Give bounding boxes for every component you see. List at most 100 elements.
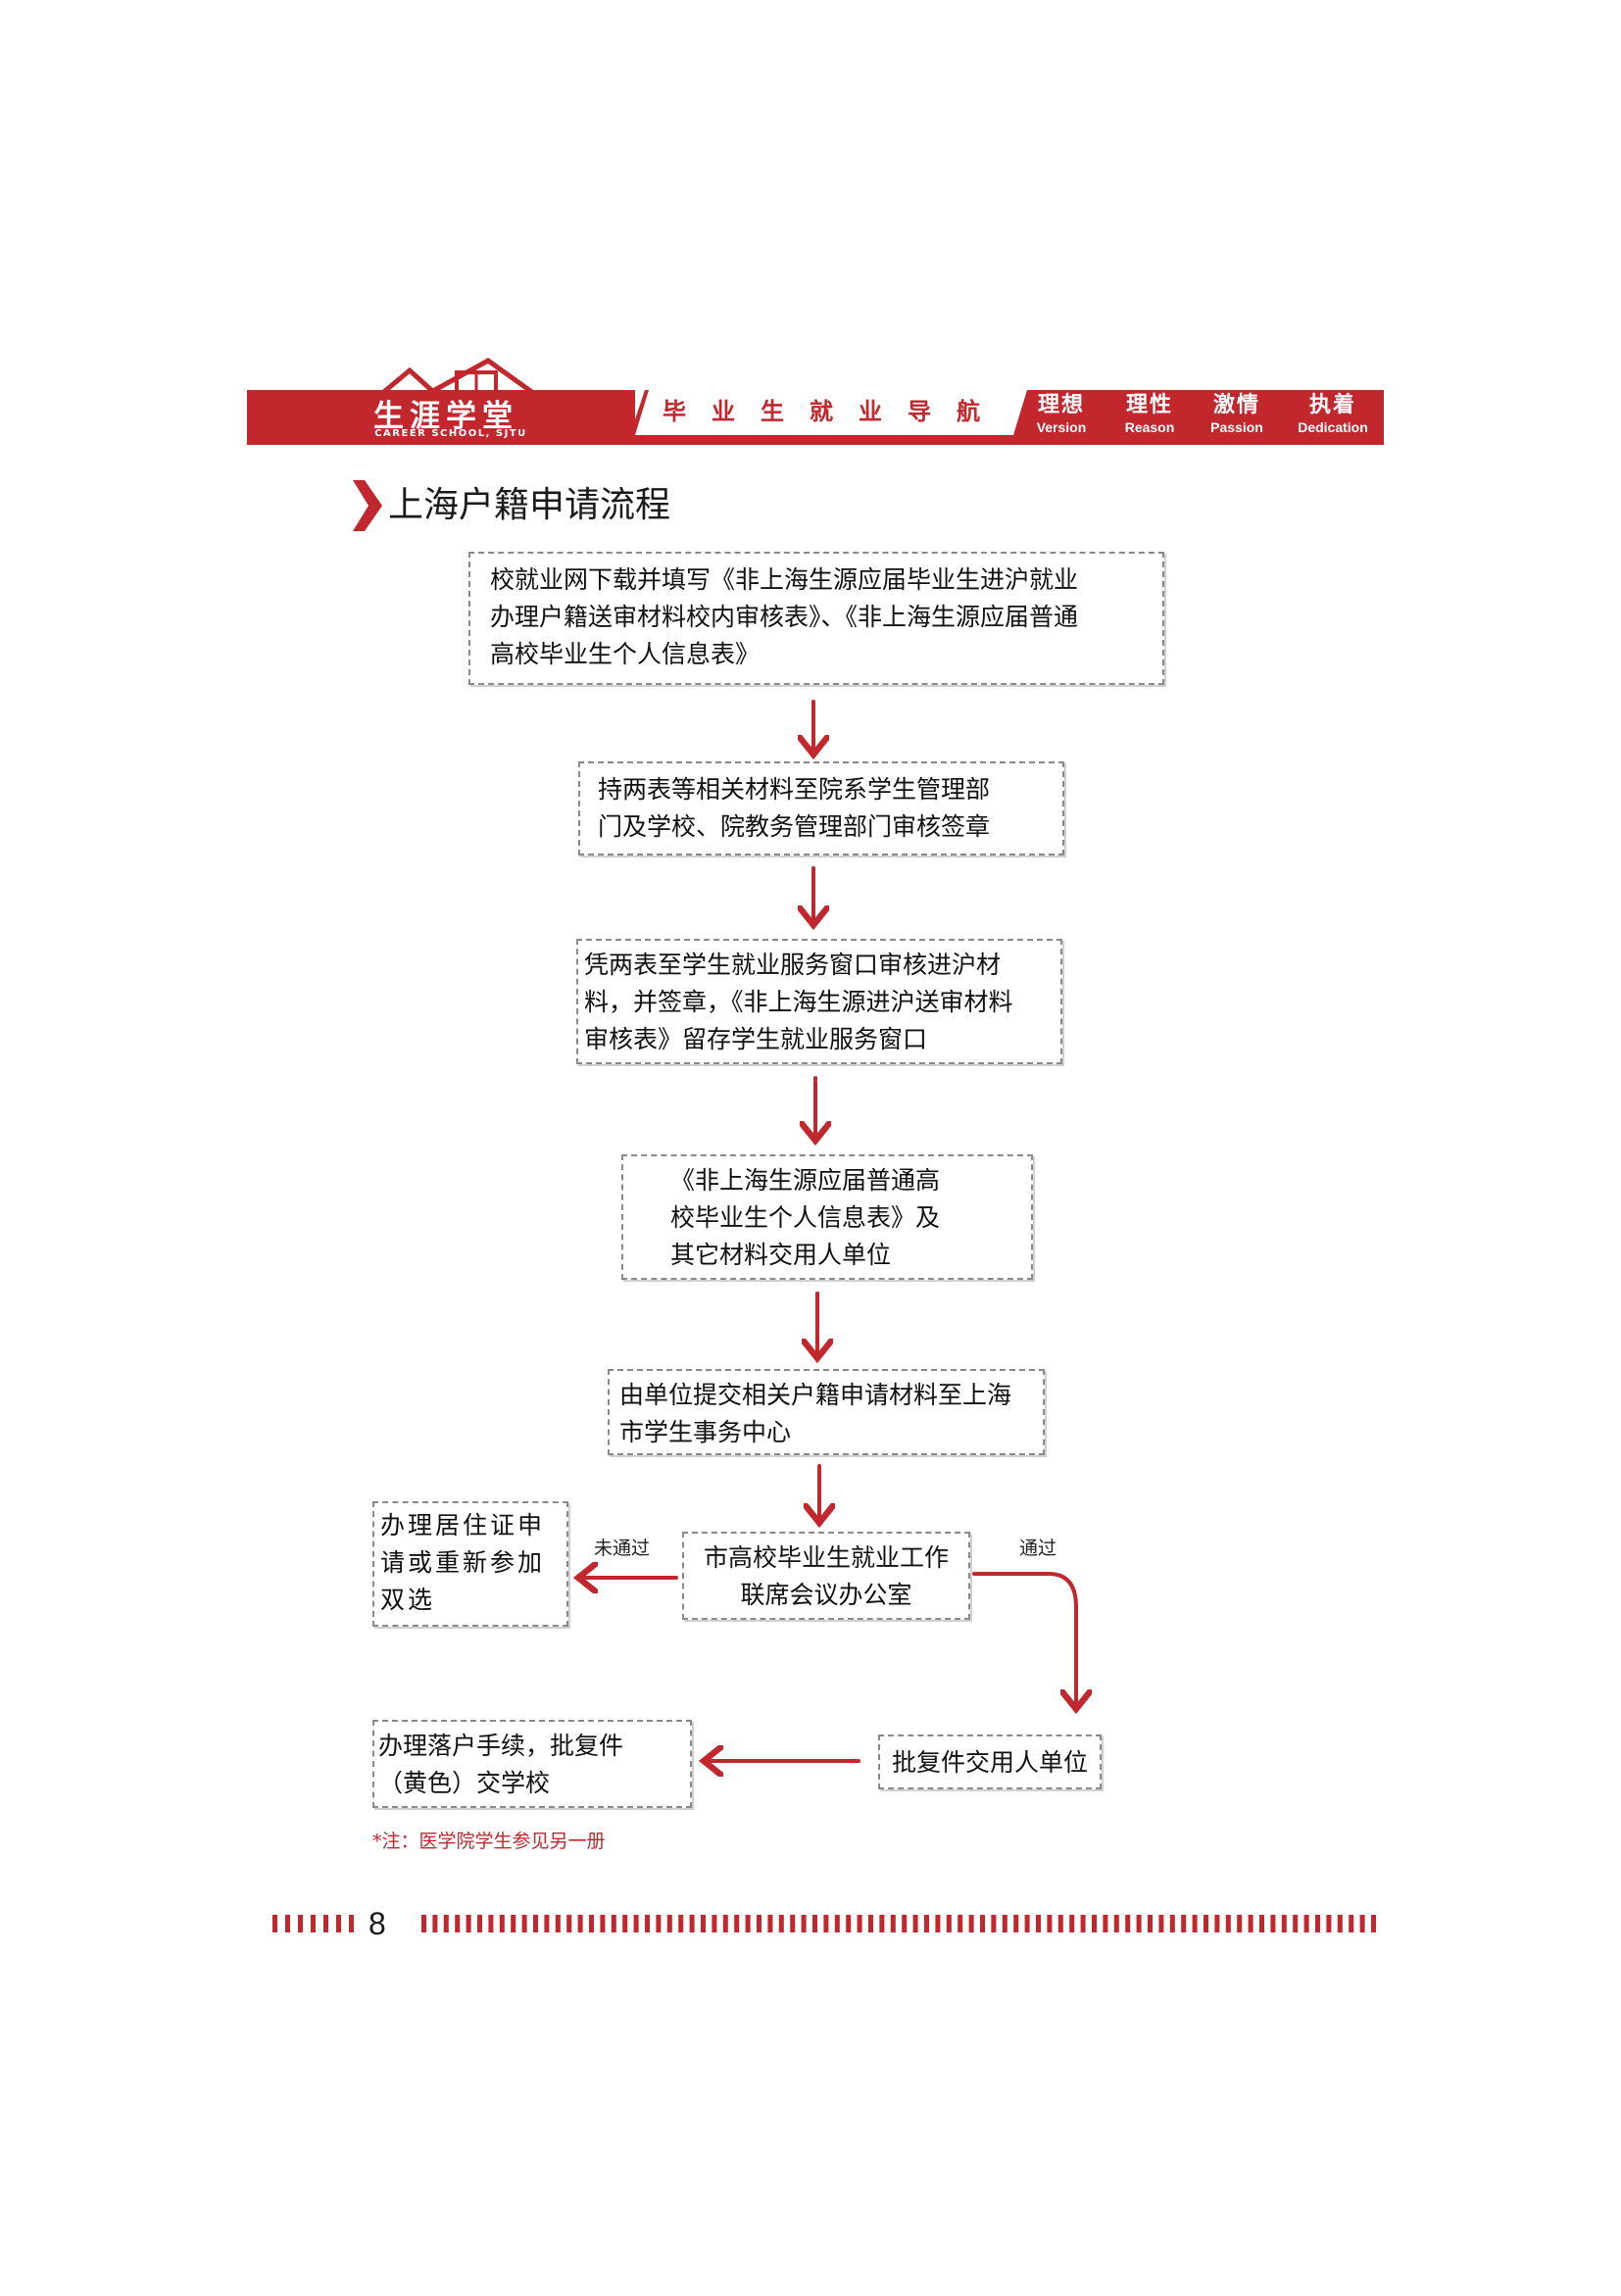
footer-tick [712,1915,717,1932]
footer-tick [902,1915,908,1932]
footer-tick [1148,1915,1153,1932]
footer-tick [868,1915,873,1932]
footer-tick [958,1915,963,1932]
section-title: 上海户籍申请流程 [388,485,671,525]
footer-tick [1125,1915,1131,1932]
footer-tick [555,1915,561,1932]
step-text: 联席会议办公室 [740,1581,912,1609]
footer-tick [443,1915,449,1932]
footer-tick [846,1915,852,1932]
footer-tick [912,1915,918,1932]
footer-tick [701,1915,706,1932]
footer-tick [1024,1915,1030,1932]
footer-tick [666,1915,672,1932]
step-text: 办理落户手续，批复件 [378,1732,624,1760]
motto-cn: 理性 [1125,393,1173,417]
footer-tick [633,1915,639,1932]
logo-roof-icon [341,353,557,447]
step-text: 其它材料交用人单位 [670,1241,892,1269]
motto-cn: 激情 [1212,393,1260,417]
footer-tick [1080,1915,1086,1932]
footer-tick [1136,1915,1142,1932]
motto-version: 理想 Version [1027,394,1096,443]
footer-tick [1326,1915,1332,1932]
footer-tick [678,1915,684,1932]
footer-tick [689,1915,695,1932]
motto-passion: 激情 Passion [1200,394,1274,443]
footer-tick [991,1915,997,1932]
footer-tick [1036,1915,1041,1932]
footer-tick [511,1915,516,1932]
step-text: 审核表》留存学生就业服务窗口 [584,1025,928,1053]
footer-tick [1002,1915,1007,1932]
footer-tick [611,1915,616,1932]
footer-tick [1214,1915,1220,1932]
chevron-right-icon [353,478,382,533]
footer-tick [1203,1915,1208,1932]
step-text: 市学生事务中心 [619,1418,792,1446]
footer-tick [857,1915,862,1932]
footer-tick [946,1915,952,1932]
step-text: 双选 [380,1586,436,1614]
footer-tick [879,1915,885,1932]
footer-tick [1349,1915,1354,1932]
step-text: 校毕业生个人信息表》及 [670,1203,941,1232]
footer-tick-rule [265,1907,1392,1940]
footer-tick [622,1915,628,1932]
arrow-pass [972,1572,1076,1705]
footer-tick [1113,1915,1119,1932]
footer-tick [1057,1915,1063,1932]
flow-step-employer-apply: 由单位提交相关户籍申请材料至上海 市学生事务中心 [608,1369,1045,1455]
footer-tick [336,1915,341,1932]
footer-tick [1092,1915,1097,1932]
footer-tick [745,1915,751,1932]
motto-en: Version [1036,419,1087,435]
footer-tick [421,1915,426,1932]
motto-en: Passion [1210,419,1263,435]
step-text: 批复件交用人单位 [891,1748,1088,1777]
footer-tick [1281,1915,1287,1932]
footer-tick [1337,1915,1343,1932]
footer-tick [1237,1915,1243,1932]
step-text: （黄色）交学校 [378,1769,551,1797]
step-text: 市高校毕业生就业工作 [703,1543,949,1572]
footer-tick [589,1915,594,1932]
footer-tick [656,1915,662,1932]
motto-en: Reason [1124,419,1175,435]
footer-tick [272,1915,277,1932]
footer-tick [645,1915,650,1932]
footer-tick [734,1915,740,1932]
footer-tick [432,1915,438,1932]
footer-tick [1047,1915,1053,1932]
footer-tick [466,1915,471,1932]
step-text: 门及学校、院教务管理部门审核签章 [598,812,991,841]
footer-tick [1303,1915,1309,1932]
footer-tick [1293,1915,1299,1932]
flow-step-dept-review: 持两表等相关材料至院系学生管理部 门及学校、院教务管理部门审核签章 [578,761,1064,855]
footer-tick [544,1915,550,1932]
footer-tick [767,1915,773,1932]
footer-tick [823,1915,829,1932]
motto-reason: 理性 Reason [1115,394,1184,443]
footer-tick [924,1915,929,1932]
motto-cn: 理想 [1037,393,1085,417]
footer-tick [298,1915,303,1932]
flow-step-settle: 办理落户手续，批复件 （黄色）交学校 [372,1720,692,1808]
step-text: 由单位提交相关户籍申请材料至上海 [619,1381,1012,1409]
logo-subtitle: CAREER SCHOOL, SJTU [374,428,527,439]
footer-tick [600,1915,606,1932]
footer-tick [1069,1915,1075,1932]
step-text: 办理居住证申 [380,1511,546,1539]
footer-tick [1169,1915,1175,1932]
nav-title: 毕业生就业导航 [663,398,1006,425]
footer-tick [722,1915,728,1932]
footer-tick [790,1915,796,1932]
footer-tick [285,1915,290,1932]
footer-tick [1225,1915,1231,1932]
logo-text: 生涯学堂 [373,399,518,434]
footer-tick [1270,1915,1276,1932]
footer-tick [1371,1915,1376,1932]
footer-tick [1103,1915,1108,1932]
footer-tick [1359,1915,1365,1932]
footer-tick [1181,1915,1187,1932]
